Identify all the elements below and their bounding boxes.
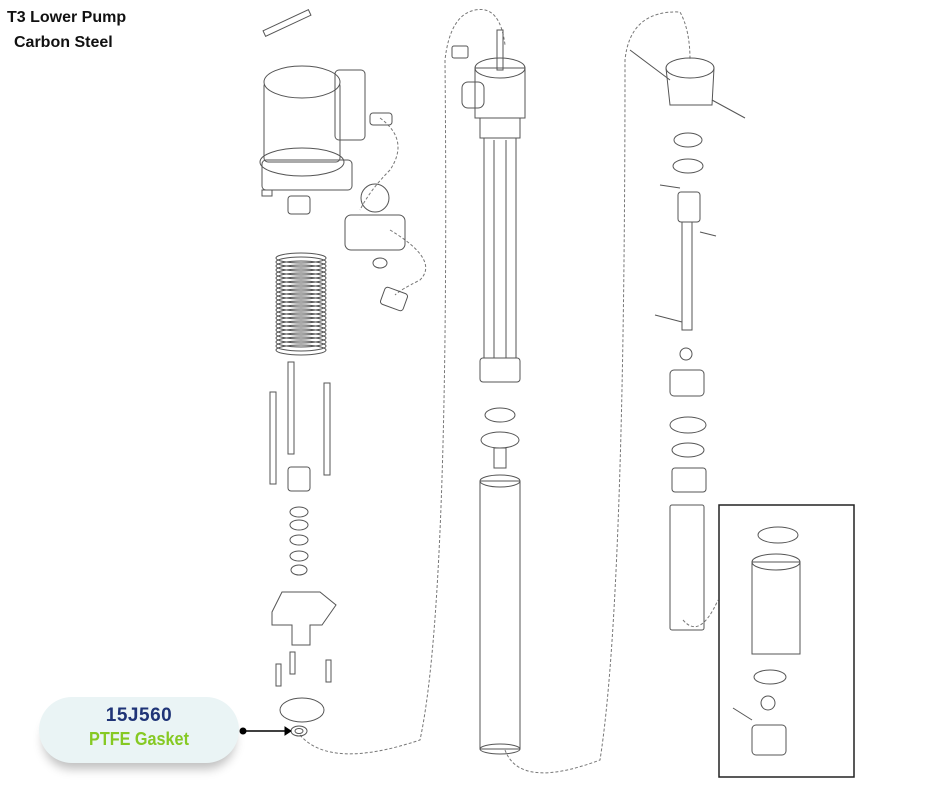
spring-coil [276,333,326,343]
packing-stack [272,467,336,722]
callout-part-name: PTFE Gasket [89,729,189,749]
motor-assembly [260,10,408,312]
spring-coil [276,329,326,339]
outlet-assembly [630,50,745,630]
spring-coil [276,301,326,311]
spring-coil [276,321,326,331]
spring-coil [276,265,326,275]
callout-part-number: 15J560 [105,705,173,726]
part-callout: 15J560 PTFE Gasket [39,697,239,763]
assembly-guide-lines [300,9,718,772]
spring-coil [276,317,326,327]
spring-coil [276,273,326,283]
spring-coil [276,309,326,319]
spring-coil [276,269,326,279]
spring-coil [276,325,326,335]
spring-coil [276,293,326,303]
spring-coil [276,289,326,299]
ptfe-gasket-part [291,726,307,736]
spring-coil [276,313,326,323]
spring-coil [276,345,326,355]
spring-coil [276,305,326,315]
tie-rods [270,362,330,484]
diagram-title: T3 Lower Pump [7,9,127,26]
spring-coil [276,277,326,287]
spring-coil [276,257,326,267]
displacement-pump [452,30,525,754]
spring-coil [276,253,326,263]
spring-coil [276,337,326,347]
spring-coil [276,281,326,291]
spring-coil [276,261,326,271]
spring-coil [276,341,326,351]
foot-valve-detail-box [719,505,854,777]
diagram-subtitle: Carbon Steel [14,34,113,51]
spring-coil [276,297,326,307]
spring-coil [276,285,326,295]
callout-arrow [240,727,291,735]
spring [276,253,326,355]
